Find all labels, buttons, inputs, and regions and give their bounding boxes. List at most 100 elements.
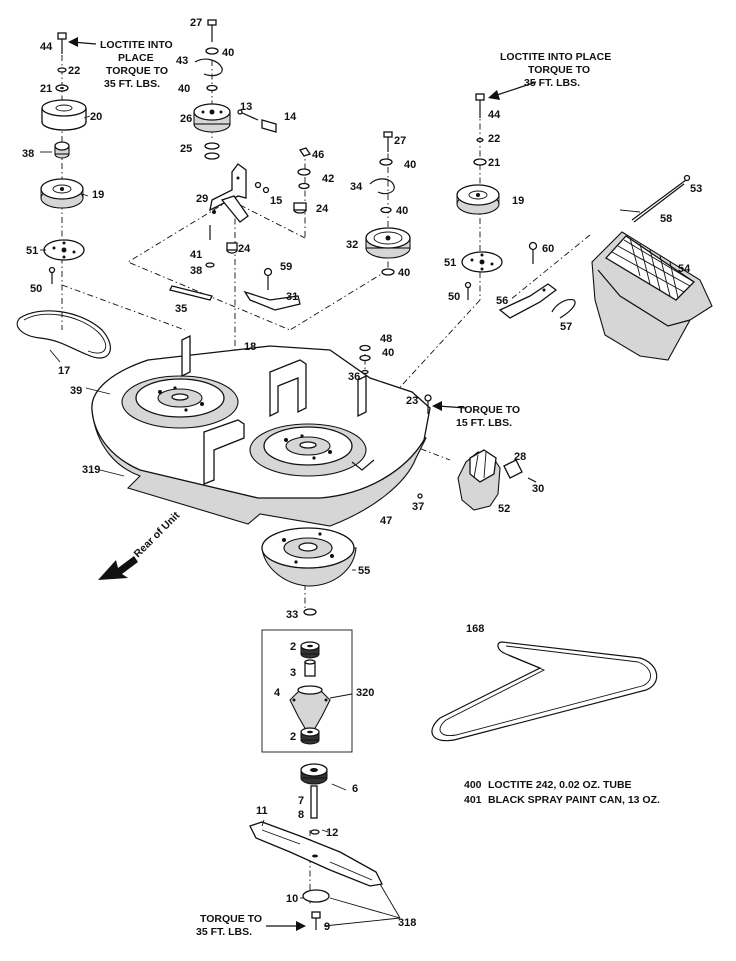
label-51: 51 <box>26 245 38 257</box>
label-3: 3 <box>290 667 296 679</box>
shaft-7 <box>310 785 318 819</box>
legend-401-text: BLACK SPRAY PAINT CAN, 13 OZ. <box>488 794 660 806</box>
label-7: 7 <box>298 795 304 807</box>
label-318: 318 <box>398 917 416 929</box>
washer-48 <box>359 344 371 352</box>
washer-22 <box>57 67 67 73</box>
label-25: 25 <box>180 143 192 155</box>
label-51: 51 <box>444 257 456 269</box>
pin-30 <box>527 477 537 483</box>
spindle-kit-320 <box>261 608 353 753</box>
label-32: 32 <box>346 239 358 251</box>
washer-21-right <box>473 158 487 166</box>
bolt-27-center <box>383 131 393 138</box>
blade-assembly <box>249 763 383 930</box>
spring-43 <box>194 58 223 77</box>
washer-10 <box>302 889 330 903</box>
label-35: 35 <box>175 303 187 315</box>
label-12: 12 <box>326 827 338 839</box>
label-320: 320 <box>356 687 374 699</box>
label-11: 11 <box>256 805 268 817</box>
note-loctite-right-2: TORQUE TO <box>528 64 590 76</box>
arrow-loctite-right <box>493 81 537 97</box>
label-26: 26 <box>180 113 192 125</box>
washer-40e <box>381 268 395 276</box>
label-2: 2 <box>290 641 296 653</box>
legend-400-num: 400 <box>464 779 482 791</box>
baffle-18 <box>269 359 307 418</box>
label-59: 59 <box>280 261 292 273</box>
label-8: 8 <box>298 809 304 821</box>
label-36: 36 <box>348 371 360 383</box>
label-14: 14 <box>284 111 297 123</box>
label-27: 27 <box>190 17 202 29</box>
label-4: 4 <box>274 687 281 699</box>
note-loctite-right-3: 35 FT. LBS. <box>524 77 580 89</box>
belt-168 <box>431 641 658 742</box>
label-40: 40 <box>396 205 408 217</box>
washer-25 <box>204 142 220 150</box>
notes: LOCTITE INTO PLACE TORQUE TO 35 FT. LBS.… <box>100 39 660 938</box>
bracket-56 <box>498 283 558 319</box>
label-17: 17 <box>58 365 70 377</box>
grass-chute-54 <box>591 231 713 361</box>
label-55: 55 <box>358 565 370 577</box>
housing-4 <box>289 689 331 731</box>
label-23: 23 <box>406 395 418 407</box>
label-30: 30 <box>532 483 544 495</box>
washer-22-right <box>476 137 484 143</box>
part-labels: 44 22 21 20 38 19 51 50 17 39 319 27 40 … <box>22 17 702 933</box>
label-27: 27 <box>394 135 406 147</box>
label-40: 40 <box>382 347 394 359</box>
label-34: 34 <box>350 181 363 193</box>
washer-38 <box>205 262 215 268</box>
bolt-44-right-head <box>475 93 485 101</box>
belt-17 <box>16 310 111 359</box>
spindle-housing-55 <box>261 527 357 587</box>
nut-15 <box>254 181 262 189</box>
rod-58 <box>631 179 687 221</box>
label-10: 10 <box>286 893 298 905</box>
label-46: 46 <box>312 149 324 161</box>
arrow-torque-15 <box>437 405 467 409</box>
washer-40c <box>379 158 393 166</box>
label-13: 13 <box>240 101 252 113</box>
clip-46 <box>298 147 312 157</box>
screw-59 <box>263 267 273 277</box>
pin-28 <box>503 459 523 479</box>
washer-40d <box>380 206 392 214</box>
label-47: 47 <box>380 515 392 527</box>
washer-42 <box>297 168 311 176</box>
label-22: 22 <box>68 65 80 77</box>
label-39: 39 <box>70 385 82 397</box>
label-28: 28 <box>514 451 526 463</box>
label-44: 44 <box>488 109 501 121</box>
label-40: 40 <box>404 159 416 171</box>
label-19: 19 <box>92 189 104 201</box>
rear-of-unit-arrow <box>98 556 138 580</box>
legend-401-num: 401 <box>464 794 482 806</box>
label-40: 40 <box>178 83 190 95</box>
rod-35 <box>169 285 213 301</box>
label-29: 29 <box>196 193 208 205</box>
note-torque-15-1: TORQUE TO <box>458 404 520 416</box>
label-41: 41 <box>190 249 202 261</box>
label-18: 18 <box>244 341 256 353</box>
left-spindle-stack <box>16 32 111 359</box>
label-21: 21 <box>40 83 52 95</box>
note-torque-15-2: 15 FT. LBS. <box>456 417 512 429</box>
bolt-13 <box>239 111 259 121</box>
label-37: 37 <box>412 501 424 513</box>
bolt-27-top <box>207 19 217 26</box>
note-loctite-left-1: LOCTITE INTO <box>100 39 173 51</box>
note-loctite-left-2: PLACE <box>118 52 154 64</box>
callout-arrows <box>40 37 641 931</box>
note-torque-bottom-2: 35 FT. LBS. <box>196 926 252 938</box>
label-24: 24 <box>238 243 251 255</box>
label-42: 42 <box>322 173 334 185</box>
legend-400-text: LOCTITE 242, 0.02 OZ. TUBE <box>488 779 632 791</box>
right-spindle-stack <box>456 93 691 319</box>
label-56: 56 <box>496 295 508 307</box>
